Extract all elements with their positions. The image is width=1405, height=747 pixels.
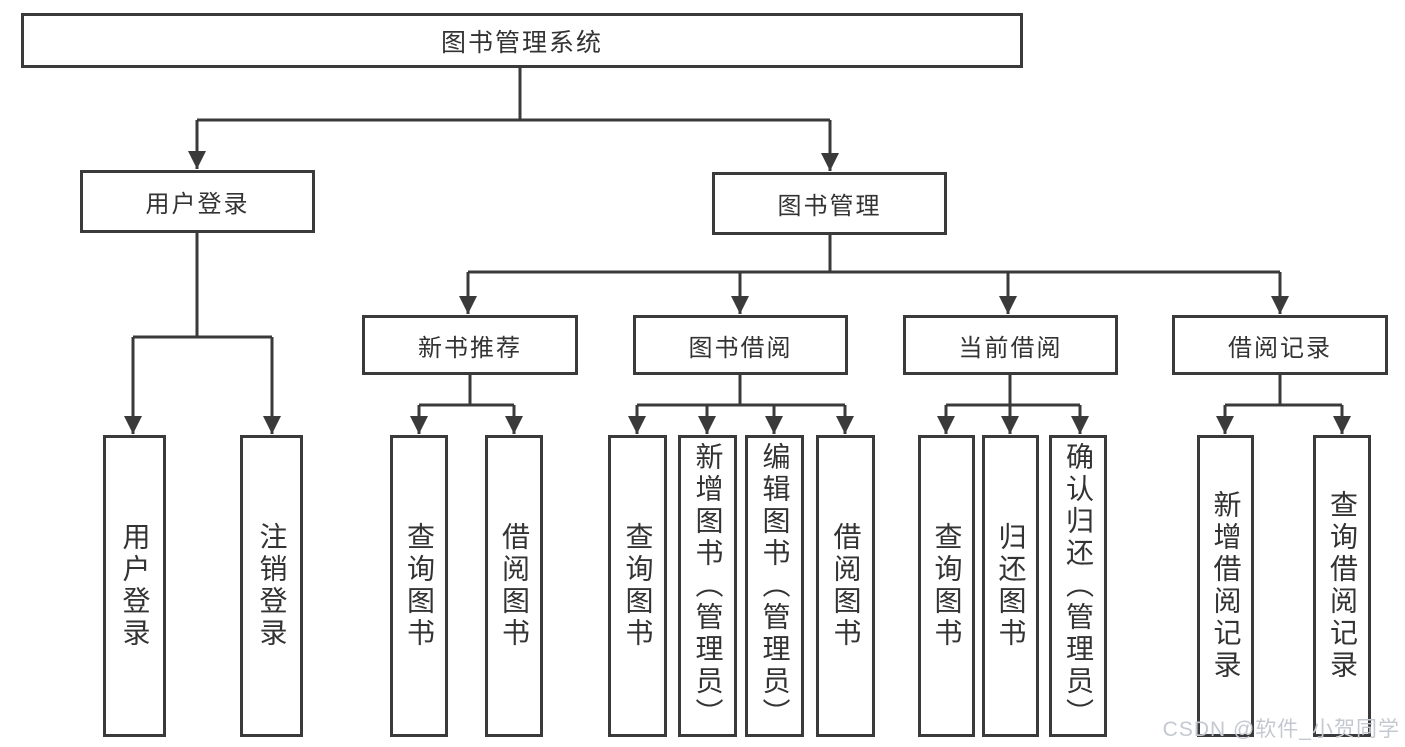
leaf-add-borrow-record: 新增借阅记录 <box>1197 435 1254 737</box>
leaf-return-books: 归还图书 <box>982 435 1039 737</box>
node-book-borrowing: 图书借阅 <box>633 315 848 375</box>
leaf-query-books-recommend: 查询图书 <box>390 435 448 737</box>
node-borrowing-records: 借阅记录 <box>1172 315 1388 375</box>
node-current-borrowing: 当前借阅 <box>903 315 1118 375</box>
node-library-management-system: 图书管理系统 <box>21 13 1023 68</box>
csdn-watermark: CSDN @软件_小贺同学 <box>1162 718 1400 741</box>
leaf-borrow-books-recommend: 借阅图书 <box>485 435 543 737</box>
node-user-login: 用户登录 <box>80 170 315 233</box>
leaf-logout: 注销登录 <box>240 435 303 737</box>
connector-segments <box>133 68 1342 407</box>
leaf-edit-books-admin: 编辑图书（管理员） <box>745 435 804 737</box>
leaf-query-borrow-record: 查询借阅记录 <box>1313 435 1371 737</box>
leaf-add-books-admin: 新增图书（管理员） <box>678 435 737 737</box>
leaf-user-login: 用户登录 <box>103 435 166 737</box>
leaf-borrow-books: 借阅图书 <box>816 435 875 737</box>
leaf-confirm-return-admin: 确认归还（管理员） <box>1049 435 1107 737</box>
leaf-query-books-current: 查询图书 <box>918 435 975 737</box>
node-new-book-recommendation: 新书推荐 <box>362 315 578 375</box>
leaf-query-books-borrow: 查询图书 <box>608 435 667 737</box>
node-book-management: 图书管理 <box>712 172 947 235</box>
